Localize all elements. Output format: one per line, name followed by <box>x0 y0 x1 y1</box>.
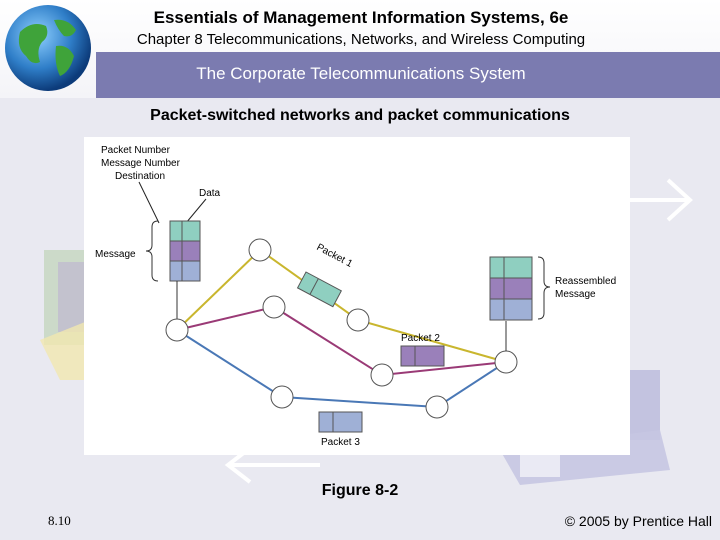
packet-network-diagram: Packet Number Message Number Destination… <box>95 145 616 448</box>
destination-label: Destination <box>115 171 165 182</box>
yellow-path <box>176 248 507 363</box>
message-number-label: Message Number <box>101 158 181 169</box>
slide-number: 8.10 <box>48 513 71 528</box>
packet-2-label: Packet 2 <box>401 333 440 344</box>
network-node <box>494 350 518 374</box>
blue-path <box>176 329 507 409</box>
packet-2 <box>400 345 445 367</box>
course-title: Essentials of Management Information Sys… <box>153 8 569 27</box>
reassembled-label: Reassembled <box>555 276 616 287</box>
copyright-text: © 2005 by Prentice Hall <box>564 513 712 529</box>
section-band <box>96 52 720 98</box>
packet-3-label: Packet 3 <box>321 437 360 448</box>
network-node <box>165 318 189 342</box>
pointer-line <box>138 181 160 224</box>
network-nodes <box>165 238 518 419</box>
slide-heading: Packet-switched networks and packet comm… <box>150 107 570 124</box>
message-label: Message <box>95 249 136 260</box>
packet-number-label: Packet Number <box>101 145 171 156</box>
section-title: The Corporate Telecommunications System <box>196 64 526 83</box>
message-brace <box>145 220 159 282</box>
packet-1 <box>296 271 342 308</box>
data-label: Data <box>199 188 221 199</box>
network-node <box>262 295 286 319</box>
network-node <box>270 385 294 409</box>
reassembled-brace <box>537 256 551 320</box>
chapter-title: Chapter 8 Telecommunications, Networks, … <box>136 31 586 48</box>
network-node <box>425 395 449 419</box>
packet-network-figure: Packet Number Message Number Destination… <box>84 137 630 455</box>
packet-3 <box>318 411 363 433</box>
network-node <box>346 308 370 332</box>
packet-1-label: Packet 1 <box>315 242 355 270</box>
globe-logo-icon <box>5 5 91 91</box>
pointer-line <box>185 198 207 224</box>
network-node <box>370 363 394 387</box>
reassembled-message-label: Message <box>555 289 596 300</box>
reassembled-stack <box>489 256 533 321</box>
purple-path <box>176 305 507 377</box>
message-stack <box>169 220 201 282</box>
network-node <box>248 238 272 262</box>
figure-caption: Figure 8-2 <box>321 482 399 499</box>
